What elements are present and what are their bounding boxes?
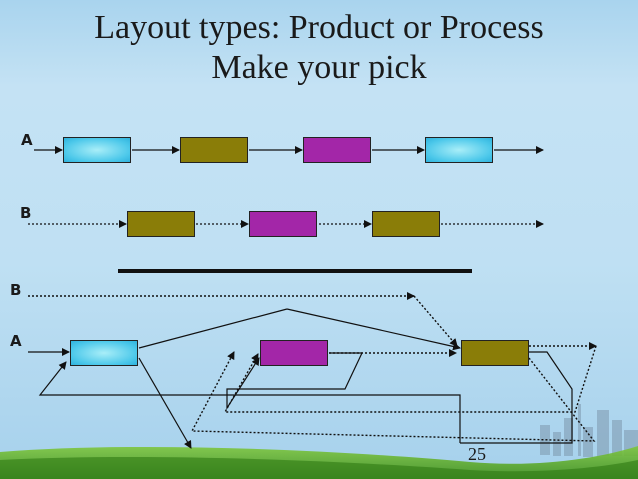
process-cyan-box bbox=[70, 340, 138, 366]
row-a-cyan-box-2 bbox=[425, 137, 493, 163]
row-a-purple-box bbox=[303, 137, 371, 163]
row-b-olive-box-1 bbox=[127, 211, 195, 237]
row-label-b-top: B bbox=[20, 204, 32, 222]
process-a-flow bbox=[28, 308, 573, 449]
row-b-purple-box bbox=[249, 211, 317, 237]
row-a-cyan-box-1 bbox=[63, 137, 131, 163]
row-a-olive-box bbox=[180, 137, 248, 163]
page-number: 25 bbox=[468, 444, 486, 464]
title-line-1: Layout types: Product or Process bbox=[94, 9, 544, 46]
slide-title: Layout types: Product or Process Make yo… bbox=[0, 8, 638, 88]
row-label-b-bottom: B bbox=[10, 281, 22, 299]
row-label-a-top: A bbox=[21, 131, 33, 149]
row-label-a-bottom: A bbox=[10, 332, 22, 350]
process-purple-box bbox=[260, 340, 328, 366]
process-b-flow bbox=[28, 292, 597, 442]
process-olive-box bbox=[461, 340, 529, 366]
title-line-2: Make your pick bbox=[211, 49, 427, 86]
row-b-olive-box-2 bbox=[372, 211, 440, 237]
